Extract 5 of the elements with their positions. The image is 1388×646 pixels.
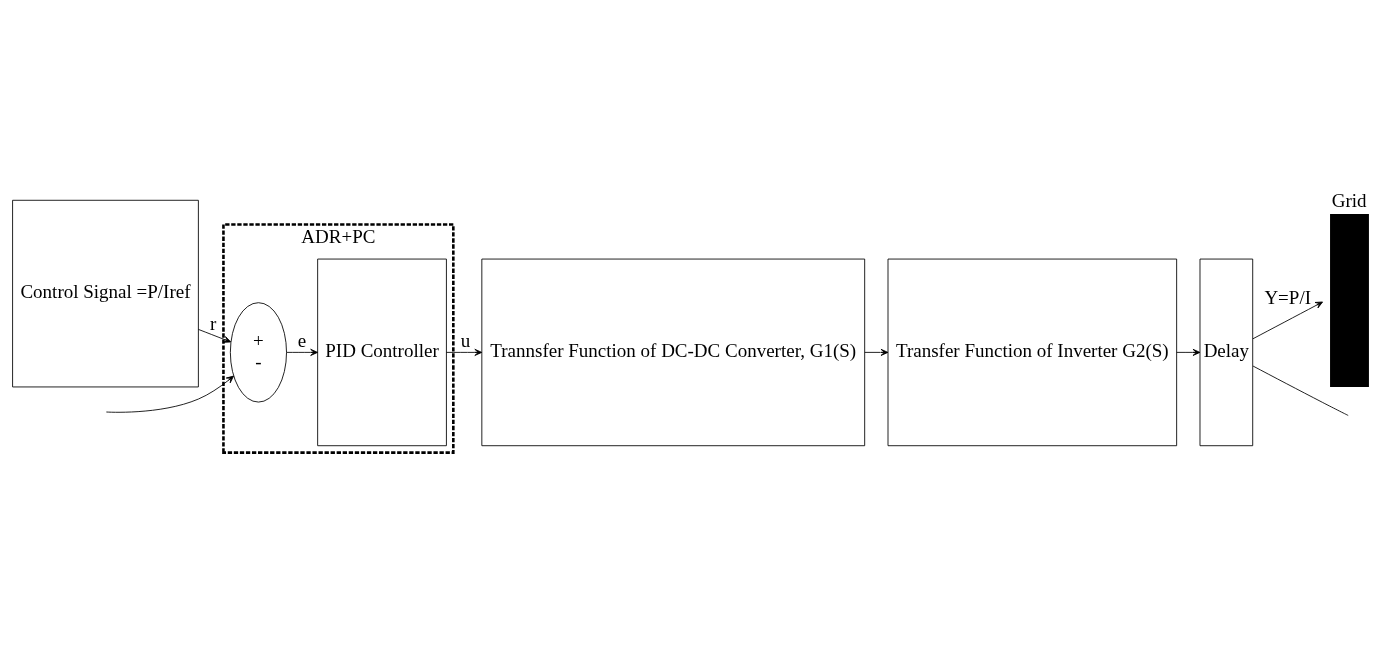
node-label: Grid bbox=[1331, 189, 1367, 211]
edge-label: Y=P/I bbox=[1264, 286, 1312, 308]
edge-label: r bbox=[209, 312, 217, 334]
edge-label: u bbox=[460, 329, 471, 351]
edge-label: e bbox=[297, 329, 307, 351]
